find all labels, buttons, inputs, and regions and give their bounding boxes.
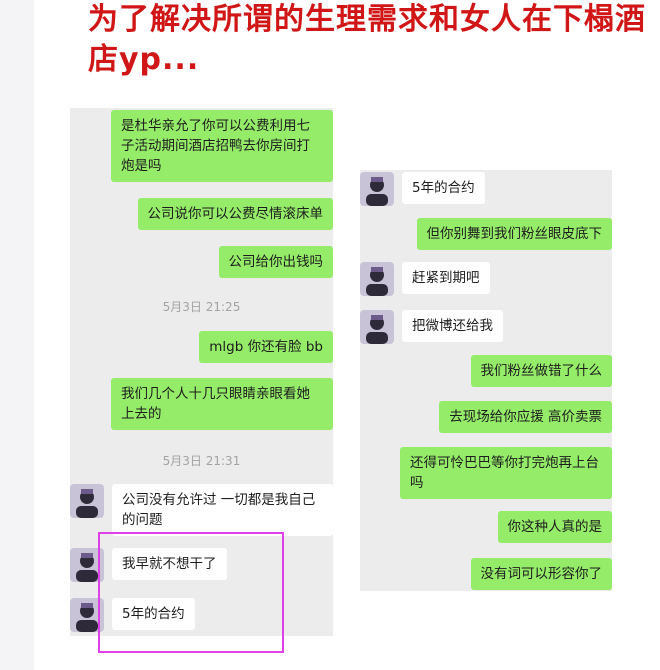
outgoing-bubble: mlgb 你还有脸 bb (199, 331, 333, 363)
timestamp: 5月3日 21:25 (162, 300, 241, 314)
incoming-bubble: 5年的合约 (402, 172, 485, 204)
chat-message: 还得可怜巴巴等你打完炮再上台吗 (400, 447, 612, 499)
chat-message: 公司给你出钱吗 (218, 246, 333, 278)
outgoing-bubble: 还得可怜巴巴等你打完炮再上台吗 (400, 447, 612, 499)
chat-message: 5年的合约 (360, 172, 485, 206)
outgoing-bubble: 公司说你可以公费尽情滚床单 (137, 198, 333, 230)
highlight-box (98, 532, 284, 653)
outgoing-bubble: 没有词可以形容你了 (470, 558, 612, 590)
chat-message: 去现场给你应援 高价卖票 (439, 401, 612, 433)
chat-message: 我们几个人十几只眼睛亲眼看她上去的 (111, 378, 333, 430)
left-chat-screenshot: 是杜华亲允了你可以公费利用七子活动期间酒店招鸭去你房间打炮是吗 公司说你可以公费… (70, 108, 333, 636)
outgoing-bubble: 但你别舞到我们粉丝眼皮底下 (416, 218, 612, 250)
outgoing-bubble: 去现场给你应援 高价卖票 (439, 401, 612, 433)
chat-message: 没有词可以形容你了 (470, 558, 612, 590)
timestamp: 5月3日 21:31 (162, 454, 241, 468)
incoming-bubble: 我早就不想干了 (112, 548, 227, 580)
incoming-bubble: 把微博还给我 (402, 310, 503, 342)
avatar-icon (360, 172, 394, 206)
avatar-icon (360, 310, 394, 344)
chat-message: 公司没有允许过 一切都是我自己的问题 (70, 484, 333, 536)
chat-message: 赶紧到期吧 (360, 262, 490, 296)
chat-message: 你这种人真的是 (497, 511, 612, 543)
chat-message: 我早就不想干了 (70, 548, 227, 582)
right-chat-screenshot: 5年的合约 但你别舞到我们粉丝眼皮底下 赶紧到期吧 把微博还给我 我们粉丝做错了… (360, 170, 612, 591)
chat-message: 我们粉丝做错了什么 (470, 355, 612, 387)
chat-message: 把微博还给我 (360, 310, 503, 344)
avatar-icon (70, 484, 104, 518)
article-headline: 为了解决所谓的生理需求和女人在下榻酒店yp... (88, 2, 646, 77)
avatar-icon (360, 262, 394, 296)
chat-message: 但你别舞到我们粉丝眼皮底下 (416, 218, 612, 250)
incoming-bubble: 公司没有允许过 一切都是我自己的问题 (112, 484, 333, 536)
chat-message: 公司说你可以公费尽情滚床单 (137, 198, 333, 230)
incoming-bubble: 5年的合约 (112, 598, 195, 630)
outgoing-bubble: 你这种人真的是 (497, 511, 612, 543)
incoming-bubble: 赶紧到期吧 (402, 262, 490, 294)
chat-message: mlgb 你还有脸 bb (199, 331, 333, 363)
outgoing-bubble: 我们粉丝做错了什么 (470, 355, 612, 387)
outgoing-bubble: 我们几个人十几只眼睛亲眼看她上去的 (111, 378, 333, 430)
outgoing-bubble: 公司给你出钱吗 (218, 246, 333, 278)
chat-message: 是杜华亲允了你可以公费利用七子活动期间酒店招鸭去你房间打炮是吗 (111, 110, 333, 182)
outgoing-bubble: 是杜华亲允了你可以公费利用七子活动期间酒店招鸭去你房间打炮是吗 (111, 110, 333, 182)
